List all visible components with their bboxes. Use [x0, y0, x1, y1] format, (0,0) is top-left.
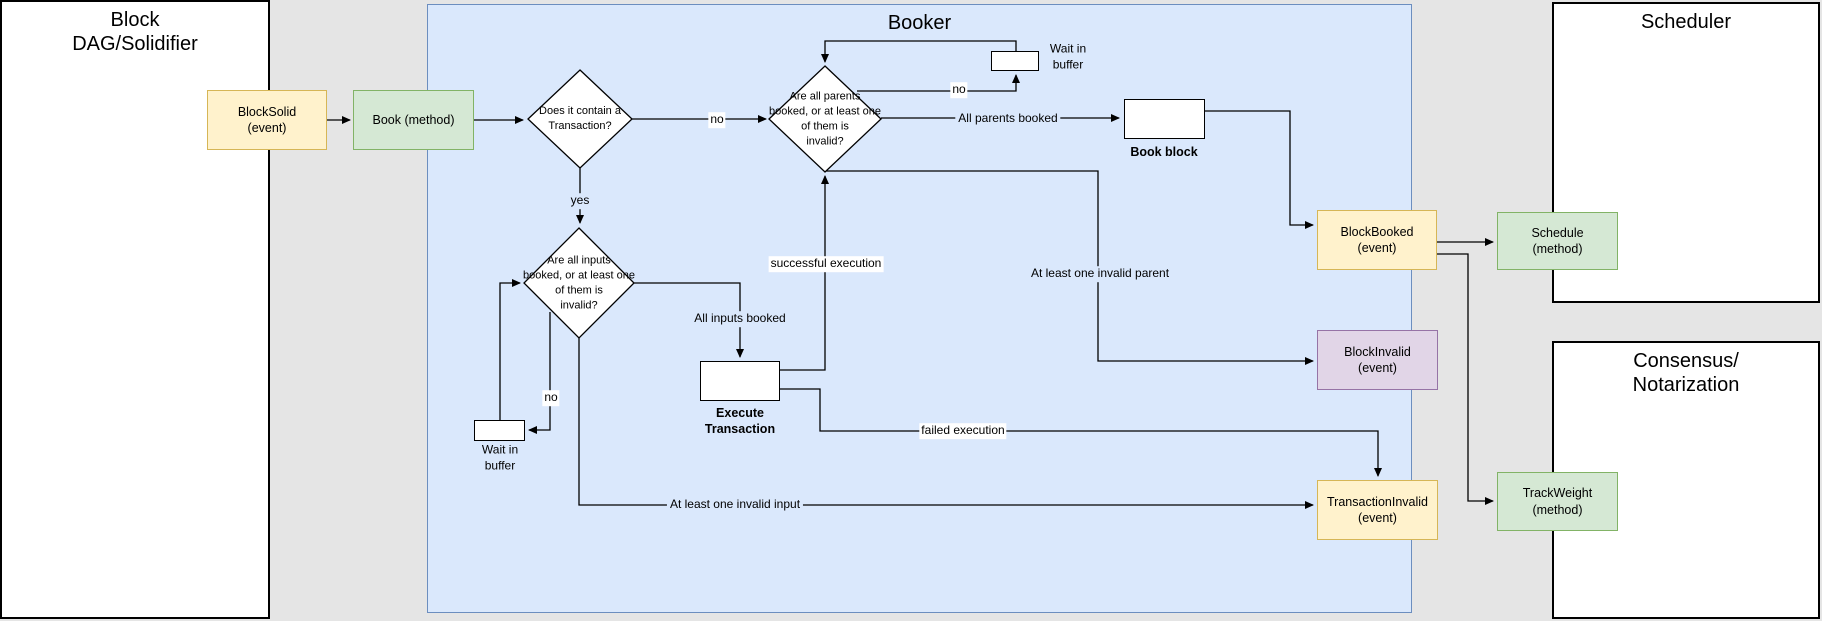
panel-title-block-dag: Block DAG/Solidifier	[72, 9, 198, 55]
wait-in-buffer-bottom-label: Wait in buffer	[481, 442, 519, 472]
node-track-weight-method[interactable]: TrackWeight (method)	[1497, 472, 1618, 531]
edge-label-invalid-parent: At least one invalid parent	[1027, 266, 1173, 282]
node-book-method[interactable]: Book (method)	[353, 90, 474, 150]
node-wait-in-buffer-top[interactable]	[991, 51, 1039, 71]
node-wait-in-buffer-bottom[interactable]	[474, 420, 525, 441]
edge-label-all-inputs-booked: All inputs booked	[691, 311, 789, 327]
edge-label-no-wait-top: no	[950, 82, 968, 98]
node-execute-transaction[interactable]	[700, 361, 780, 401]
node-book-block[interactable]	[1124, 99, 1205, 139]
decision-parents-label: Are all parents booked, or at least one …	[769, 90, 881, 147]
node-block-solid-event[interactable]: BlockSolid (event)	[207, 90, 327, 150]
edge-label-no-parents: no	[708, 112, 726, 128]
edge-label-failed-execution: failed execution	[919, 423, 1007, 439]
decision-transaction-label: Does it contain a Transaction?	[539, 105, 621, 132]
node-track-weight-label: TrackWeight (method)	[1522, 486, 1593, 517]
node-transaction-invalid-event[interactable]: TransactionInvalid (event)	[1317, 480, 1438, 540]
node-block-booked-label: BlockBooked (event)	[1340, 224, 1414, 255]
edge-blockbooked-to-trackweight	[1437, 253, 1494, 505]
node-book-method-label: Book (method)	[372, 112, 455, 127]
node-block-booked-event[interactable]: BlockBooked (event)	[1317, 210, 1437, 270]
edge-label-no-wait-bottom: no	[542, 390, 560, 406]
panel-title-scheduler: Scheduler	[1640, 11, 1732, 33]
edge-label-successful-execution: successful execution	[768, 256, 884, 272]
panel-title-booker: Booker	[887, 12, 952, 34]
wait-in-buffer-top-label: Wait in buffer	[1049, 41, 1087, 71]
node-block-invalid-event[interactable]: BlockInvalid (event)	[1317, 330, 1438, 390]
panel-title-consensus: Consensus/ Notarization	[1632, 350, 1740, 396]
edge-label-invalid-input: At least one invalid input	[666, 497, 804, 513]
edge-label-yes: yes	[567, 193, 593, 209]
execute-transaction-label: Execute Transaction	[704, 405, 776, 436]
node-block-invalid-label: BlockInvalid (event)	[1344, 344, 1411, 375]
edge-label-all-parents-booked: All parents booked	[955, 111, 1061, 127]
node-block-solid-label: BlockSolid (event)	[237, 104, 297, 135]
node-schedule-label: Schedule (method)	[1531, 225, 1584, 256]
book-block-label: Book block	[1130, 144, 1198, 159]
node-schedule-method[interactable]: Schedule (method)	[1497, 212, 1618, 270]
decision-inputs-label: Are all inputs booked, or at least one o…	[523, 254, 635, 311]
node-transaction-invalid-label: TransactionInvalid (event)	[1327, 494, 1428, 525]
